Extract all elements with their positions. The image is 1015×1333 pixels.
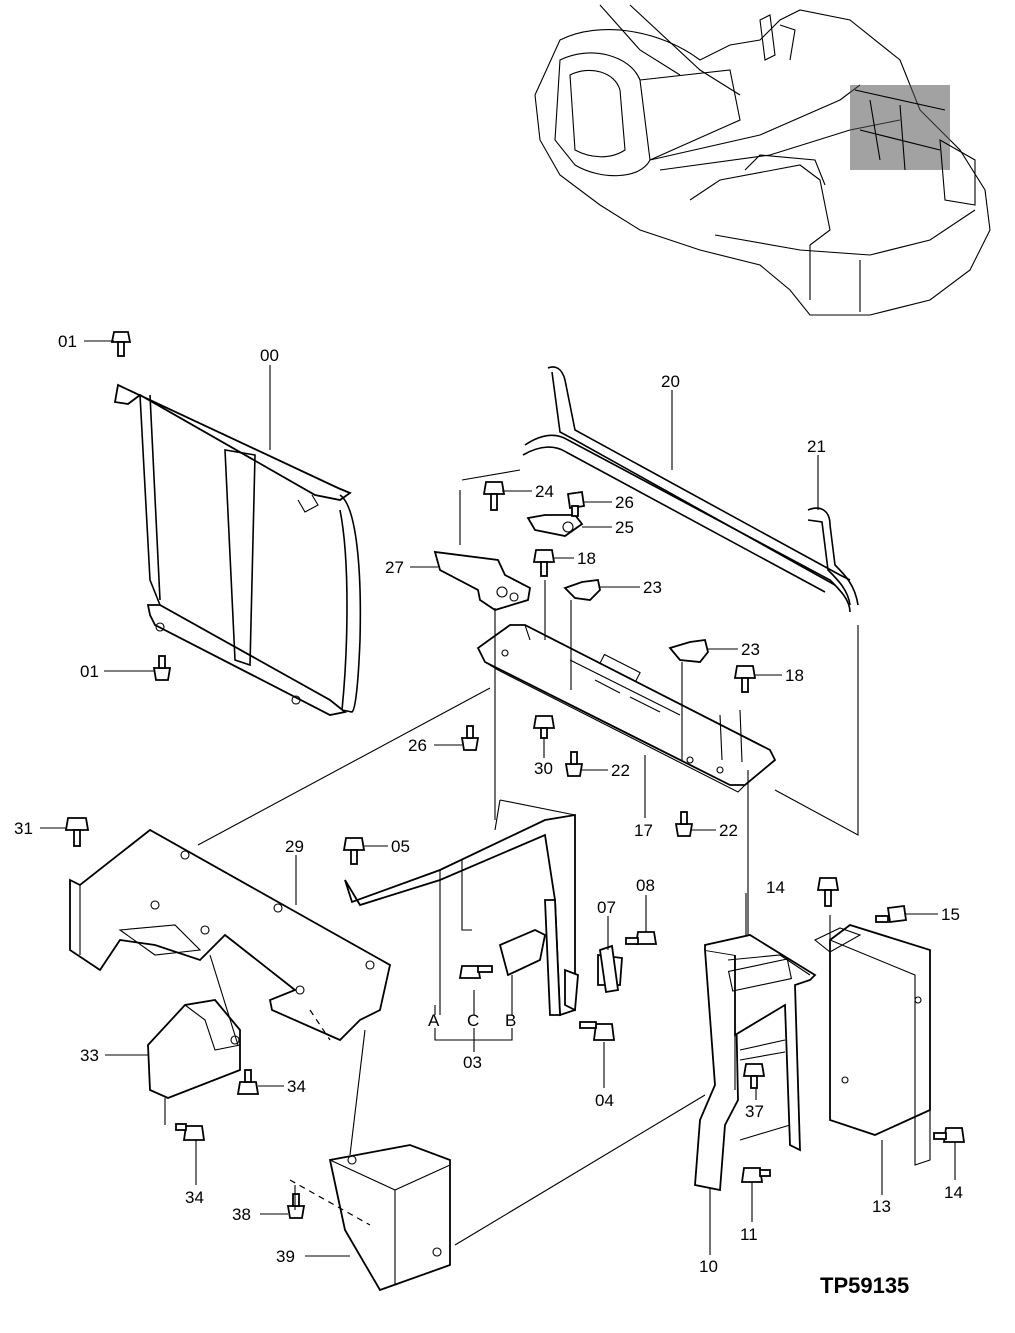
callout-29: 29 xyxy=(285,837,304,856)
callout-05: 05 xyxy=(391,837,410,856)
bolt-30 xyxy=(532,715,556,739)
callout-08: 08 xyxy=(636,876,655,895)
bolt-22a xyxy=(564,751,584,777)
part-39-cover xyxy=(328,1144,451,1292)
bolt-18b xyxy=(733,665,757,693)
callout-03: 03 xyxy=(463,1053,482,1072)
callout-18-right: 18 xyxy=(785,666,804,685)
callout-13: 13 xyxy=(872,1197,891,1216)
part-10-support xyxy=(694,934,817,1192)
bolt-26b xyxy=(460,725,480,751)
callout-07: 07 xyxy=(597,898,616,917)
callout-37: 37 xyxy=(745,1102,764,1121)
assembly-lines xyxy=(164,580,859,1246)
callout-01-bottom: 01 xyxy=(80,662,99,681)
bolt-22b xyxy=(674,811,694,837)
bolt-01b xyxy=(152,655,172,681)
bolt-18a xyxy=(532,549,556,577)
part-33-bracket xyxy=(147,999,241,1099)
callout-39: 39 xyxy=(276,1247,295,1266)
callout-23-top: 23 xyxy=(643,578,662,597)
callout-22-right: 22 xyxy=(719,821,738,840)
callout-21: 21 xyxy=(807,437,826,456)
callout-10: 10 xyxy=(699,1257,718,1276)
bolt-01a xyxy=(110,331,132,357)
bolt-38 xyxy=(286,1193,306,1219)
bolt-24 xyxy=(482,481,506,511)
callout-04: 04 xyxy=(595,1091,614,1110)
drawing-code: TP59135 xyxy=(820,1273,909,1298)
leader-lines xyxy=(40,340,956,1257)
callout-14-top: 14 xyxy=(766,878,785,897)
part-17-plate xyxy=(476,624,777,793)
callout-labels: 00 01 01 20 21 24 26 25 27 18 23 23 18 2… xyxy=(14,332,963,1276)
machine-overview-sketch xyxy=(534,4,991,316)
bolt-04 xyxy=(579,1021,616,1041)
bolt-05 xyxy=(342,837,366,865)
callout-34-right: 34 xyxy=(287,1077,306,1096)
callout-38: 38 xyxy=(232,1205,251,1224)
bolt-26a xyxy=(566,490,586,517)
part-27-bracket xyxy=(433,469,531,611)
part-13-cover xyxy=(813,924,931,1166)
callout-A: A xyxy=(428,1011,440,1030)
part-03-bracket-legend xyxy=(434,1028,513,1052)
bolts xyxy=(64,331,966,1219)
callout-14-bottom: 14 xyxy=(944,1183,963,1202)
callout-26-left: 26 xyxy=(408,736,427,755)
part-00-cover-frame xyxy=(113,383,362,716)
bolt-c xyxy=(458,965,493,979)
bolt-31 xyxy=(64,817,90,847)
callout-34-bottom: 34 xyxy=(185,1188,204,1207)
bolt-11 xyxy=(740,1167,771,1183)
callout-11: 11 xyxy=(740,1225,758,1244)
part-20-hose xyxy=(522,366,851,613)
bolt-34b xyxy=(175,1123,206,1141)
bolt-15 xyxy=(875,904,908,924)
callout-24: 24 xyxy=(535,482,554,501)
callout-00: 00 xyxy=(260,346,279,365)
bolt-34a xyxy=(236,1069,260,1095)
bolt-37 xyxy=(742,1063,766,1089)
part-21-hose xyxy=(807,507,859,606)
part-03-bracket-assembly xyxy=(344,799,623,1017)
bolt-14a xyxy=(816,877,840,907)
callout-15: 15 xyxy=(941,905,960,924)
callout-B: B xyxy=(505,1011,516,1030)
callout-33: 33 xyxy=(80,1046,99,1065)
bolt-14b xyxy=(933,1127,966,1143)
callout-27: 27 xyxy=(385,558,404,577)
callout-31: 31 xyxy=(14,819,33,838)
callout-18-top: 18 xyxy=(577,549,596,568)
bolt-08 xyxy=(625,931,658,945)
callout-01-top: 01 xyxy=(58,332,77,351)
callout-C: C xyxy=(467,1011,479,1030)
callout-20: 20 xyxy=(661,372,680,391)
callout-22-mid: 22 xyxy=(611,761,630,780)
part-23-clips xyxy=(563,579,709,663)
part-25-clip xyxy=(526,514,584,537)
callout-26-top: 26 xyxy=(615,493,634,512)
callout-30: 30 xyxy=(534,759,553,778)
callout-23-right: 23 xyxy=(741,640,760,659)
callout-17: 17 xyxy=(634,821,653,840)
callout-25: 25 xyxy=(615,518,634,537)
part-29-bracket xyxy=(69,828,392,1042)
